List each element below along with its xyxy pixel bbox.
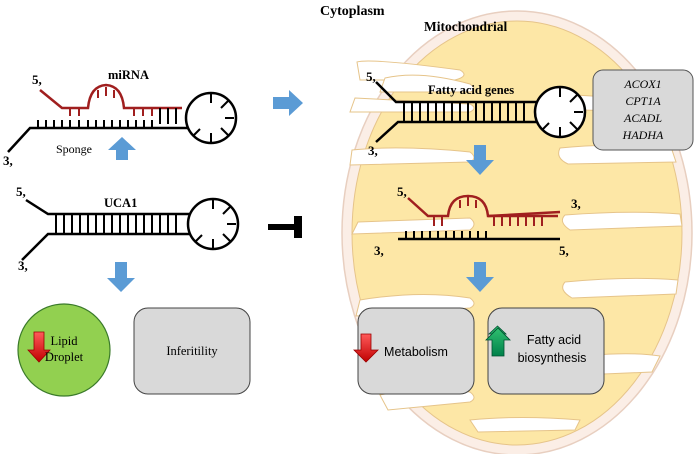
- mirna-red-ticks: [69, 87, 153, 116]
- fa-loop: [533, 85, 587, 139]
- mito-down-arrow-2-icon: [466, 262, 494, 292]
- mirna-mrna-duplex: 5, 3, 3, 5,: [374, 184, 581, 258]
- uca1-loop: [186, 197, 240, 251]
- lipid-label-line1: Lipid: [50, 334, 78, 348]
- gene-item: CPT1A: [625, 94, 661, 108]
- gene-list: ACOX1 CPT1A ACADL HADHA: [622, 77, 664, 142]
- cytoplasm-label: Cytoplasm: [320, 4, 385, 19]
- biosynthesis-label-line1: Fatty acid: [527, 333, 581, 347]
- mirna-loop: [184, 91, 238, 145]
- mirna-base-ticks: [37, 120, 153, 128]
- uca1-3prime: 3,: [18, 258, 28, 273]
- lipid-down-arrow-icon: [27, 331, 51, 363]
- metabolism-label: Metabolism: [384, 345, 448, 359]
- sponge-arrow-icon: [108, 137, 136, 160]
- fa-5prime: 5,: [366, 69, 376, 84]
- mirna-3prime: 3,: [3, 153, 13, 168]
- mirna-black-ticks: [159, 108, 177, 124]
- uca1-label: UCA1: [104, 196, 137, 210]
- uca1-hairpin: UCA1 5, 3,: [16, 184, 240, 273]
- fa-3prime: 3,: [368, 143, 378, 158]
- mito-down-arrow-1-icon: [466, 145, 494, 175]
- infertility-box: [133, 307, 251, 395]
- mirna-hairpin: miRNA 5,: [3, 68, 238, 168]
- fatty-acid-genes-label: Fatty acid genes: [428, 83, 514, 97]
- uca1-ticks: [55, 214, 177, 234]
- duplex-5prime-top: 5,: [397, 184, 407, 199]
- uca1-5prime: 5,: [16, 184, 26, 199]
- mirna-5prime: 5,: [32, 72, 42, 87]
- biosynthesis-label-line2: biosynthesis: [518, 351, 587, 365]
- duplex-3prime-bottom: 3,: [374, 243, 384, 258]
- gene-item: HADHA: [622, 128, 664, 142]
- lipid-droplet-circle: [17, 303, 111, 397]
- fatty-acid-genes-hairpin: Fatty acid genes 5, 3,: [366, 69, 587, 158]
- mitochondrial-label: Mitochondrial: [424, 19, 507, 34]
- down-arrow-icon: [107, 262, 135, 292]
- fatty-acid-biosynthesis-box: [487, 307, 605, 395]
- inhibition-icon: [268, 216, 302, 238]
- gene-item: ACADL: [623, 111, 662, 125]
- metabolism-down-arrow-icon: [353, 333, 379, 363]
- mirna-label: miRNA: [108, 68, 149, 82]
- infertility-label: Inferitility: [166, 344, 218, 358]
- duplex-5prime-bottom: 5,: [559, 243, 569, 258]
- gene-list-box: [592, 69, 694, 151]
- lipid-label-line2: Droplet: [45, 350, 84, 364]
- gene-item: ACOX1: [623, 77, 661, 91]
- mirna-strand: [39, 83, 182, 110]
- right-arrow-icon: [273, 90, 303, 116]
- biosynthesis-up-arrow-body: [485, 327, 511, 357]
- duplex-3prime-top: 3,: [571, 196, 581, 211]
- sponge-label: Sponge: [56, 142, 92, 156]
- mirna-base-strand: [7, 126, 188, 153]
